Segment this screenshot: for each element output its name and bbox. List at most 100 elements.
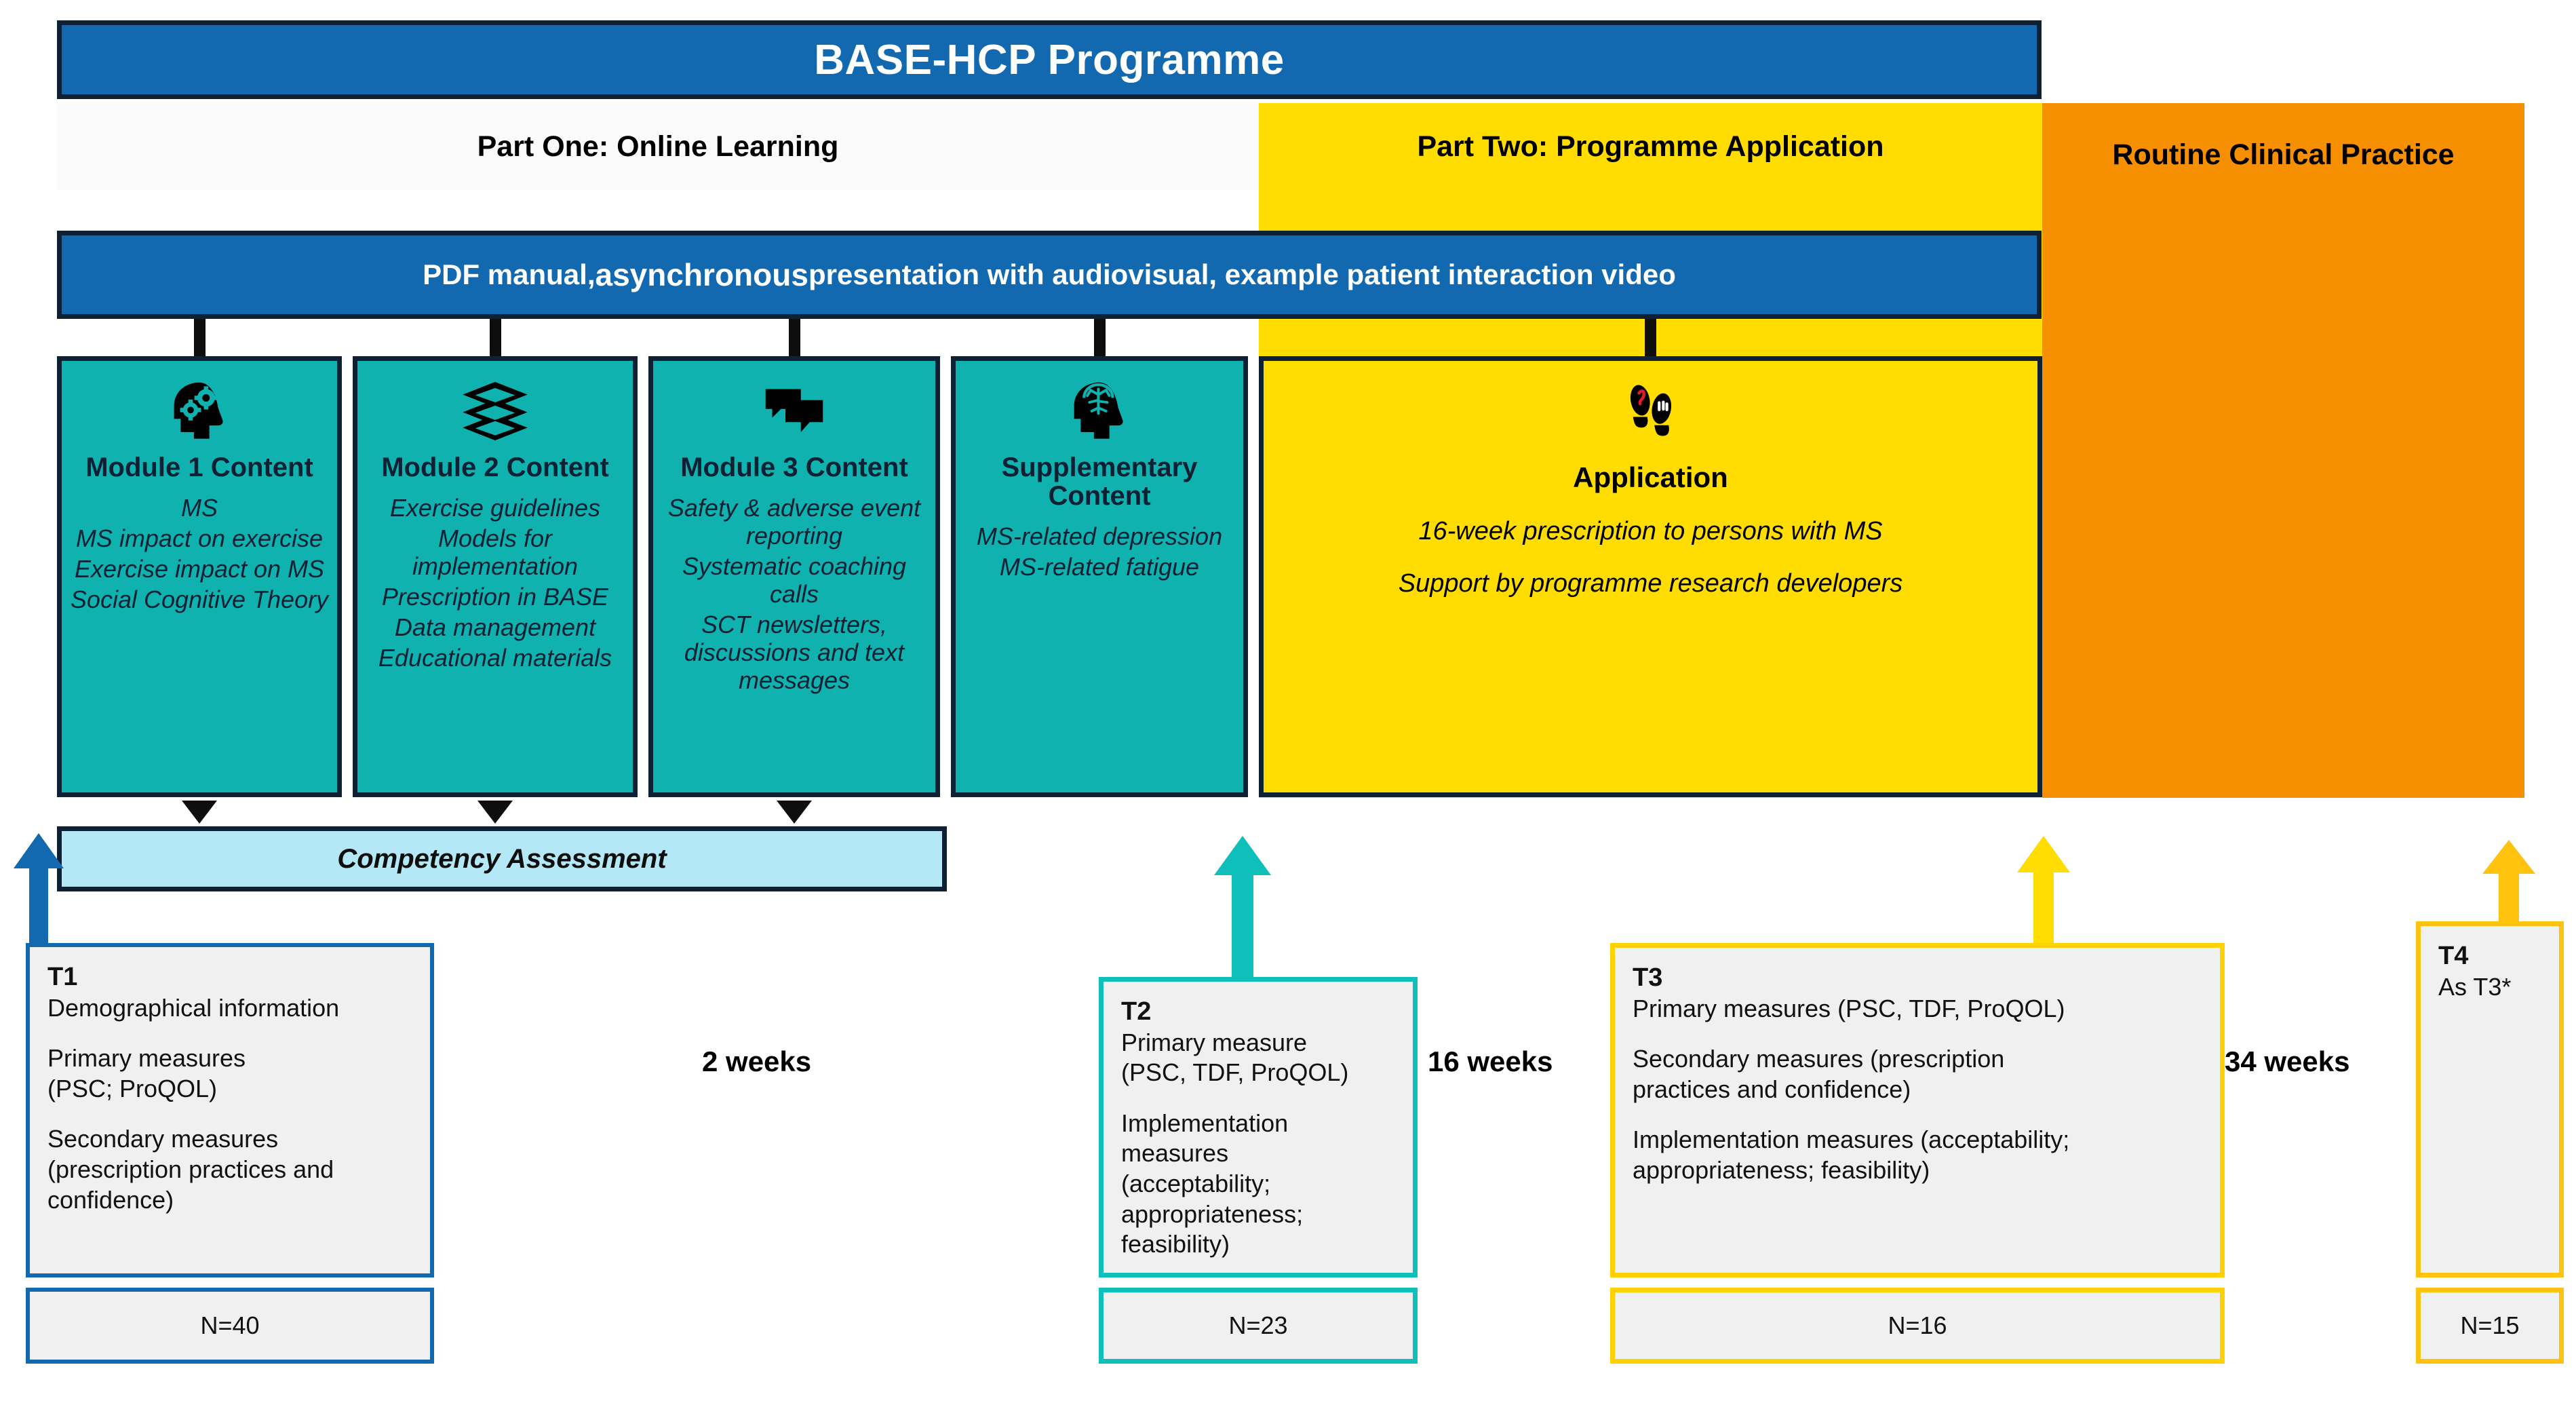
timepoint-t2-line: measures (1121, 1139, 1229, 1168)
routine-clinical-practice-label: Routine Clinical Practice (2112, 138, 2455, 171)
arrow-t2-up (1214, 836, 1271, 980)
arrow-module-2-to-competency (477, 801, 513, 824)
connector-stem-application (1645, 319, 1656, 358)
module-3-card[interactable]: Module 3 Content Safety & adverse event … (648, 356, 940, 797)
list-item: Models for implementation (412, 524, 579, 581)
timepoint-t4-line: As T3* (2438, 972, 2512, 1001)
timepoint-t1-line: Primary measures (47, 1044, 246, 1073)
module-1-card[interactable]: Module 1 Content MS MS impact on exercis… (57, 356, 342, 797)
list-item: SCT newsletters, discussions and text me… (684, 611, 905, 695)
timepoint-t1-line: (prescription practices and (47, 1155, 334, 1184)
interval-third-text: 34 weeks (2225, 1045, 2350, 1077)
timepoint-t2-line: (PSC, TDF, ProQOL) (1121, 1058, 1349, 1087)
module-2-item-list: Exercise guidelines Models for implement… (364, 494, 626, 672)
list-item: Systematic coaching calls (682, 552, 907, 609)
timepoint-t1-sample-size: N=40 (26, 1288, 434, 1364)
list-item: MS (181, 494, 218, 522)
list-item: MS impact on exercise (75, 524, 324, 553)
timepoint-t2-line: feasibility) (1121, 1230, 1230, 1258)
timepoint-t1-card[interactable]: T1 Demographical information Primary mea… (26, 943, 434, 1277)
application-card[interactable]: Application 16-week prescription to pers… (1259, 356, 2042, 797)
list-item: MS-related fatigue (999, 553, 1200, 581)
page-title: BASE-HCP Programme (814, 36, 1285, 83)
timepoint-t1-line: Secondary measures (47, 1125, 279, 1153)
arrow-t1-up (14, 833, 64, 952)
application-item: Support by programme research developers (1398, 569, 1903, 598)
timepoint-t1-tag: T1 (47, 963, 78, 991)
part-one-band: Part One: Online Learning (57, 103, 1259, 190)
delivery-modalities-bar: PDF manual, asynchronous presentation wi… (57, 231, 2042, 319)
timepoint-t3-line: Implementation measures (acceptability; (1633, 1126, 2070, 1154)
module-1-item-list: MS MS impact on exercise Exercise impact… (69, 494, 330, 613)
part-one-label: Part One: Online Learning (477, 130, 839, 163)
arrow-t3-up (2017, 836, 2070, 946)
supplementary-content-card[interactable]: Supplementary Content MS-related depress… (951, 356, 1248, 797)
timepoint-t3-line: practices and confidence) (1633, 1075, 1911, 1103)
list-item: Data management (394, 613, 596, 642)
timepoint-t3-tag: T3 (1633, 963, 1663, 992)
timepoint-t4-sample-size: N=15 (2416, 1288, 2564, 1364)
module-3-item-list: Safety & adverse event reporting Systema… (660, 494, 929, 694)
arrow-module-1-to-competency (182, 801, 217, 824)
timepoint-t2-line: appropriateness; (1121, 1199, 1304, 1228)
part-two-band: Part Two: Programme Application (1259, 103, 2042, 190)
timepoint-t3-n-label: N=16 (1888, 1311, 1947, 1339)
timepoint-t2-line: Primary measure (1121, 1028, 1308, 1056)
list-item: Exercise guidelines (389, 494, 601, 522)
timepoint-t3-sample-size: N=16 (1610, 1288, 2225, 1364)
timepoint-t4-card[interactable]: T4 As T3* (2416, 921, 2564, 1277)
programme-title-bar: BASE-HCP Programme (57, 20, 2042, 99)
supplementary-content-title: Supplementary Content (1001, 453, 1198, 511)
interval-label-second: 16 weeks (1428, 1041, 1631, 1082)
books-stack-icon (460, 370, 530, 452)
interval-label-third: 34 weeks (2225, 1041, 2428, 1082)
timepoint-t2-tag: T2 (1121, 997, 1152, 1026)
timepoint-t3-line: Secondary measures (prescription (1633, 1045, 2005, 1073)
list-item: Safety & adverse event reporting (667, 494, 921, 550)
timepoint-t4-tag: T4 (2438, 942, 2469, 970)
timepoint-t4-n-label: N=15 (2460, 1311, 2520, 1339)
interval-label-first: 2 weeks (702, 1041, 919, 1082)
module-3-title: Module 3 Content (680, 453, 908, 482)
arrow-module-3-to-competency (777, 801, 812, 824)
list-item: Educational materials (378, 644, 612, 672)
timepoint-t1-line: (PSC; ProQOL) (47, 1074, 218, 1102)
competency-assessment-bar[interactable]: Competency Assessment (57, 826, 947, 891)
application-title: Application (1573, 461, 1728, 493)
list-item: Social Cognitive Theory (70, 585, 329, 614)
connector-stem-supplementary (1094, 319, 1106, 358)
footprints-icon (1613, 370, 1689, 459)
delivery-text-post: presentation with audiovisual, example p… (808, 258, 1676, 290)
timepoint-t3-card[interactable]: T3 Primary measures (PSC, TDF, ProQOL) S… (1610, 943, 2225, 1277)
connector-stem-module-2 (490, 319, 501, 358)
routine-clinical-practice-panel: Routine Clinical Practice (2042, 103, 2524, 798)
timepoint-t3-line: appropriateness; feasibility) (1633, 1156, 1930, 1185)
list-item: MS-related depression (976, 522, 1223, 550)
interval-second-text: 16 weeks (1428, 1045, 1553, 1077)
list-item: Exercise impact on MS (74, 555, 325, 583)
interval-first-text: 2 weeks (702, 1045, 812, 1077)
part-two-label: Part Two: Programme Application (1417, 130, 1884, 163)
head-gears-icon (164, 370, 235, 452)
module-2-card[interactable]: Module 2 Content Exercise guidelines Mod… (353, 356, 638, 797)
timepoint-t1-line: confidence) (47, 1185, 174, 1214)
module-1-title: Module 1 Content (85, 453, 313, 482)
timepoint-t2-n-label: N=23 (1228, 1311, 1288, 1339)
timepoint-t3-line: Primary measures (PSC, TDF, ProQOL) (1633, 994, 2065, 1022)
competency-assessment-label: Competency Assessment (337, 843, 667, 874)
timepoint-t2-line: Implementation (1121, 1109, 1289, 1137)
application-item: 16-week prescription to persons with MS (1418, 517, 1883, 545)
timepoint-t2-card[interactable]: T2 Primary measure (PSC, TDF, ProQOL) Im… (1099, 977, 1418, 1277)
arrow-t4-up (2482, 840, 2535, 928)
delivery-text-pre: PDF manual, (423, 258, 596, 290)
delivery-text-emphasis: asynchronous (595, 257, 808, 292)
timepoint-t1-n-label: N=40 (200, 1311, 260, 1339)
speech-bubbles-icon (759, 370, 830, 452)
supplementary-item-list: MS-related depression MS-related fatigue (962, 522, 1236, 581)
connector-stem-module-1 (194, 319, 206, 358)
connector-stem-module-3 (789, 319, 800, 358)
list-item: Prescription in BASE (381, 583, 609, 611)
head-brain-icon (1064, 370, 1135, 452)
timepoint-t2-line: (acceptability; (1121, 1170, 1271, 1198)
